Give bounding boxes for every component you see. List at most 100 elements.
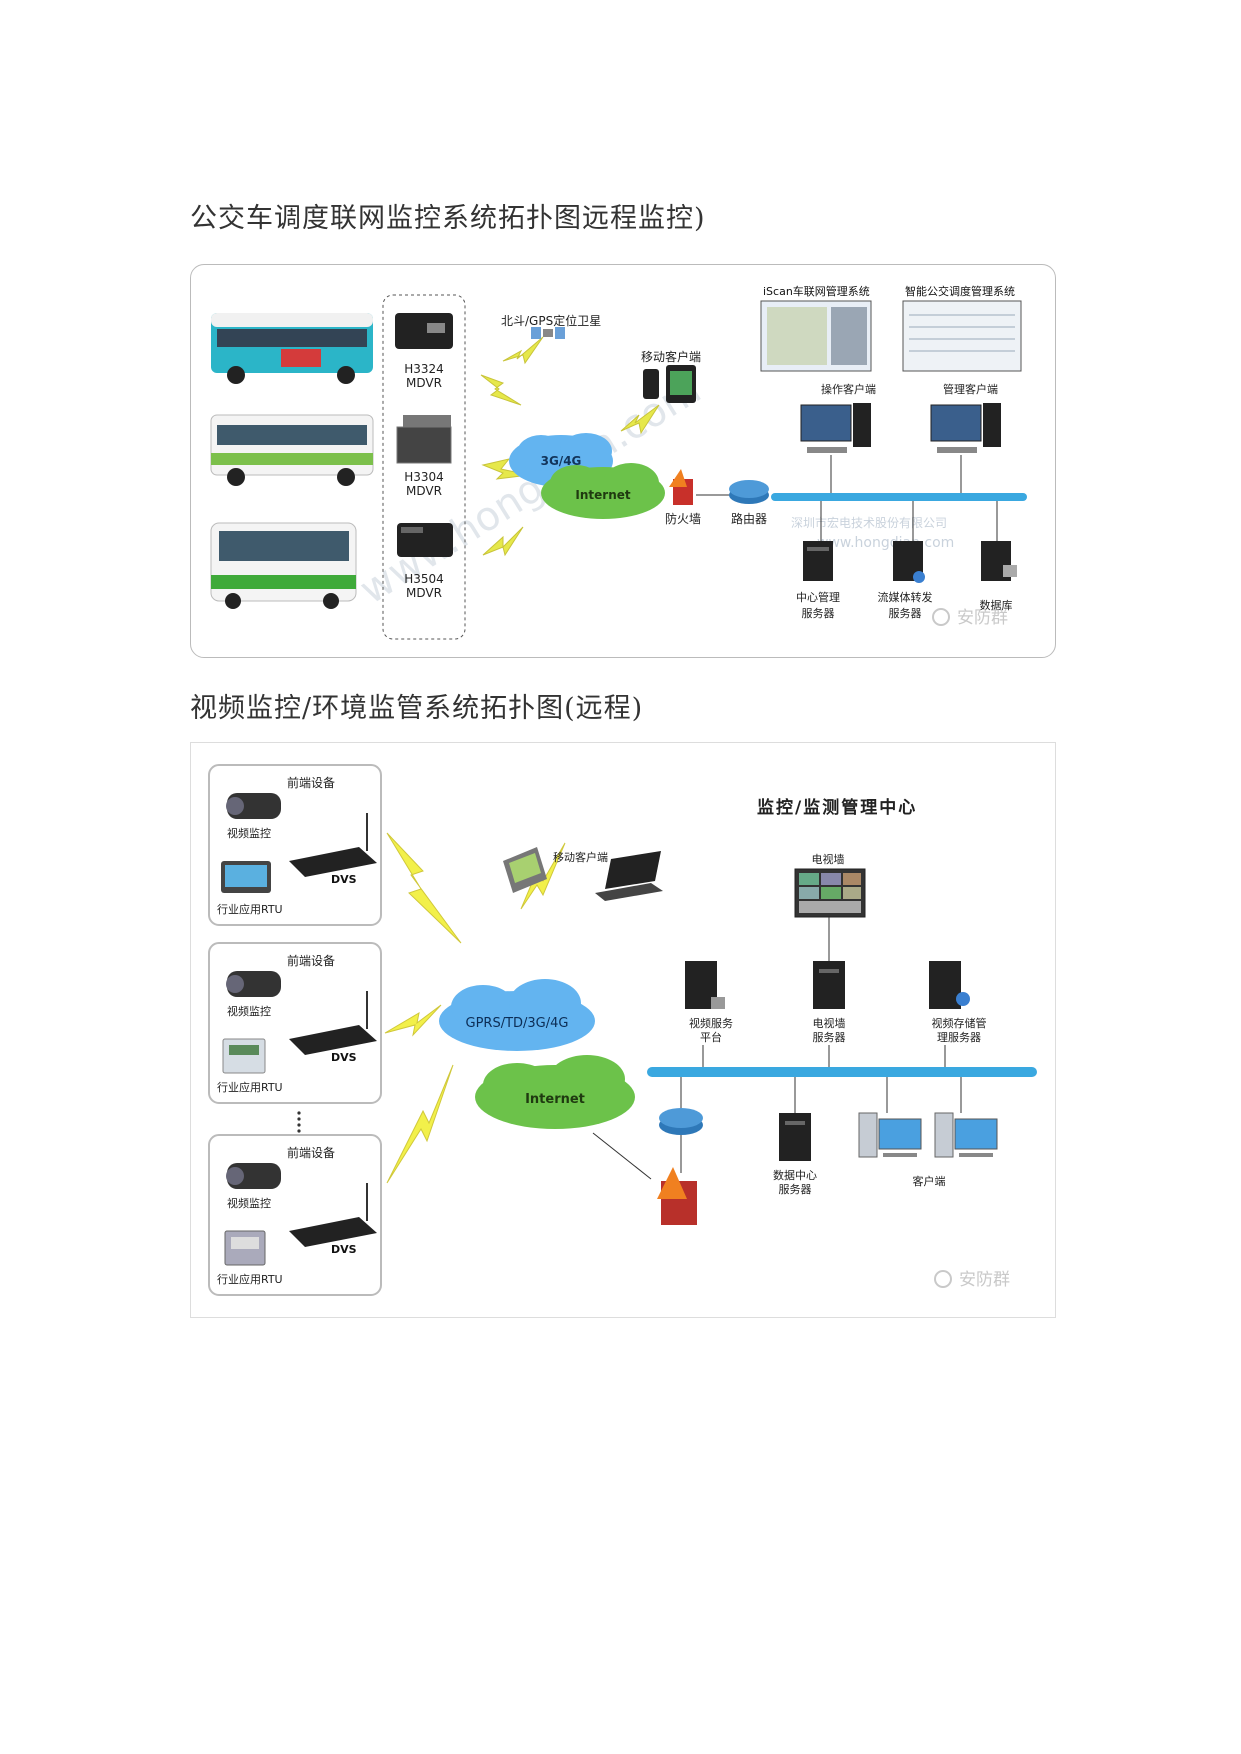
- mdvr-h3324: H3324 MDVR: [395, 313, 453, 390]
- router-label: 路由器: [731, 511, 767, 526]
- svg-text:数据中心: 数据中心: [773, 1168, 817, 1182]
- wireless-links: [384, 832, 566, 1184]
- mobile-client-icon: [643, 365, 696, 403]
- rtu-controller-icon: [224, 1230, 266, 1266]
- bus-1-image: [211, 313, 373, 384]
- manager-client-label: 管理客户端: [943, 382, 998, 396]
- cloud-internet: Internet: [541, 463, 665, 519]
- svg-text:视频监控: 视频监控: [227, 1196, 271, 1210]
- svg-text:行业应用RTU: 行业应用RTU: [217, 1080, 283, 1094]
- network-backbone: [647, 1067, 1037, 1077]
- router-icon: [659, 1108, 703, 1135]
- screen-dispatch: [902, 300, 1022, 372]
- video-platform-server-icon: [685, 961, 725, 1009]
- svg-text:GPRS/TD/3G/4G: GPRS/TD/3G/4G: [466, 1016, 569, 1031]
- rtu-meter-icon: [222, 1038, 266, 1074]
- frontend-group-1-title: 前端设备: [287, 775, 335, 790]
- more-groups-dots: [297, 1111, 301, 1133]
- client-label: 客户端: [913, 1174, 946, 1188]
- video-topology-diagram: 前端设备 视频监控 DVS 行业应用RTU 前端设备 视频监控 DVS 行业应用…: [208, 764, 1037, 1296]
- svg-text:视频存储管: 视频存储管: [932, 1016, 987, 1030]
- mdvr-h3304: H3304 MDVR: [396, 415, 452, 498]
- svg-text:MDVR: MDVR: [406, 484, 442, 498]
- svg-text:Internet: Internet: [575, 488, 630, 502]
- camera-icon: [226, 793, 281, 819]
- svg-text:H3304: H3304: [404, 470, 444, 484]
- client-pc-1-icon: [858, 1112, 922, 1158]
- router-icon: [729, 480, 769, 504]
- screen-dispatch-title: 智能公交调度管理系统: [905, 284, 1015, 298]
- stream-server-icon: [893, 541, 925, 583]
- frontend-group-2-title: 前端设备: [287, 953, 335, 968]
- svg-text:MDVR: MDVR: [406, 586, 442, 600]
- camera-icon: [226, 1163, 281, 1189]
- mdvr-h3504: H3504 MDVR: [397, 523, 453, 600]
- cloud-wireless: GPRS/TD/3G/4G: [439, 979, 595, 1051]
- center-title: 监控/监测管理中心: [757, 797, 917, 818]
- rtu-panel-icon: [221, 861, 271, 893]
- svg-text:DVS: DVS: [331, 1051, 357, 1064]
- stream-server-label-2: 服务器: [889, 607, 922, 620]
- svg-text:DVS: DVS: [331, 1243, 357, 1256]
- tv-wall-server-icon: [813, 961, 845, 1009]
- svg-text:服务器: 服务器: [813, 1031, 846, 1044]
- client-pc-2-icon: [934, 1112, 998, 1158]
- svg-text:安防群: 安防群: [957, 608, 1008, 628]
- stream-server-label-1: 流媒体转发: [878, 590, 933, 604]
- anfangqun-logo: 安防群: [932, 608, 1008, 628]
- frontend-group-3: 前端设备 视频监控 DVS 行业应用RTU: [208, 1134, 382, 1296]
- svg-text:电视墙: 电视墙: [813, 1016, 846, 1030]
- svg-text:行业应用RTU: 行业应用RTU: [217, 902, 283, 916]
- firewall-icon: [657, 1167, 697, 1225]
- svg-text:DVS: DVS: [331, 873, 357, 886]
- screen-iscan-title: iScan车联网管理系统: [763, 284, 870, 298]
- firewall-label: 防火墙: [665, 511, 701, 526]
- dvs-device-icon: [289, 813, 377, 877]
- satellite-icon: [531, 327, 565, 339]
- center-server-label-1: 中心管理: [796, 590, 840, 604]
- firewall-icon: [669, 469, 693, 505]
- svg-text:3G/4G: 3G/4G: [541, 454, 582, 468]
- frontend-group-3-title: 前端设备: [287, 1145, 335, 1160]
- site-watermark: www.hongdian.com: [817, 535, 954, 551]
- network-backbone: [771, 493, 1027, 501]
- manager-pc-icon: [930, 403, 1001, 453]
- bus-topology-figure: www.hongdian.com H3324: [190, 264, 1056, 658]
- bus-diagram-heading: 公交车调度联网监控系统拓扑图远程监控): [190, 203, 706, 234]
- svg-text:MDVR: MDVR: [406, 376, 442, 390]
- svg-text:行业应用RTU: 行业应用RTU: [217, 1272, 283, 1286]
- camera-icon: [226, 971, 281, 997]
- mobile-phone-icon: [503, 847, 547, 893]
- bus-topology-diagram: www.hongdian.com H3324: [210, 284, 1027, 640]
- svg-text:H3504: H3504: [404, 572, 444, 586]
- tv-wall-label: 电视墙: [812, 852, 845, 866]
- svg-text:视频监控: 视频监控: [227, 1004, 271, 1018]
- bus-3-image: [210, 522, 357, 609]
- center-server-label-2: 服务器: [802, 607, 835, 620]
- laptop-icon: [595, 851, 663, 901]
- dvs-device-icon: [289, 1183, 377, 1247]
- svg-text:视频服务: 视频服务: [689, 1016, 733, 1030]
- svg-text:服务器: 服务器: [779, 1183, 812, 1196]
- tv-wall-icon: [794, 868, 866, 918]
- svg-text:视频监控: 视频监控: [227, 826, 271, 840]
- operator-client-label: 操作客户端: [821, 382, 876, 396]
- mobile-client-label: 移动客户端: [641, 349, 701, 364]
- storage-server-icon: [929, 961, 970, 1009]
- anfangqun-logo: 安防群: [934, 1270, 1010, 1290]
- svg-text:平台: 平台: [700, 1030, 722, 1044]
- svg-text:安防群: 安防群: [959, 1270, 1010, 1290]
- svg-text:理服务器: 理服务器: [937, 1031, 981, 1044]
- database-server-label: 数据库: [980, 598, 1013, 612]
- mobile-client-label: 移动客户端: [553, 850, 608, 864]
- operator-pc-icon: [800, 403, 871, 453]
- svg-text:H3324: H3324: [404, 362, 444, 376]
- database-server-icon: [981, 541, 1017, 581]
- frontend-group-1: 前端设备 视频监控 DVS 行业应用RTU: [208, 764, 382, 926]
- video-topology-figure: 前端设备 视频监控 DVS 行业应用RTU 前端设备 视频监控 DVS 行业应用…: [190, 742, 1056, 1318]
- bus-2-image: [210, 414, 374, 486]
- dvs-device-icon: [289, 991, 377, 1055]
- company-watermark: 深圳市宏电技术股份有限公司: [791, 515, 947, 530]
- video-diagram-heading: 视频监控/环境监管系统拓扑图(远程): [190, 693, 644, 724]
- svg-text:Internet: Internet: [525, 1092, 585, 1107]
